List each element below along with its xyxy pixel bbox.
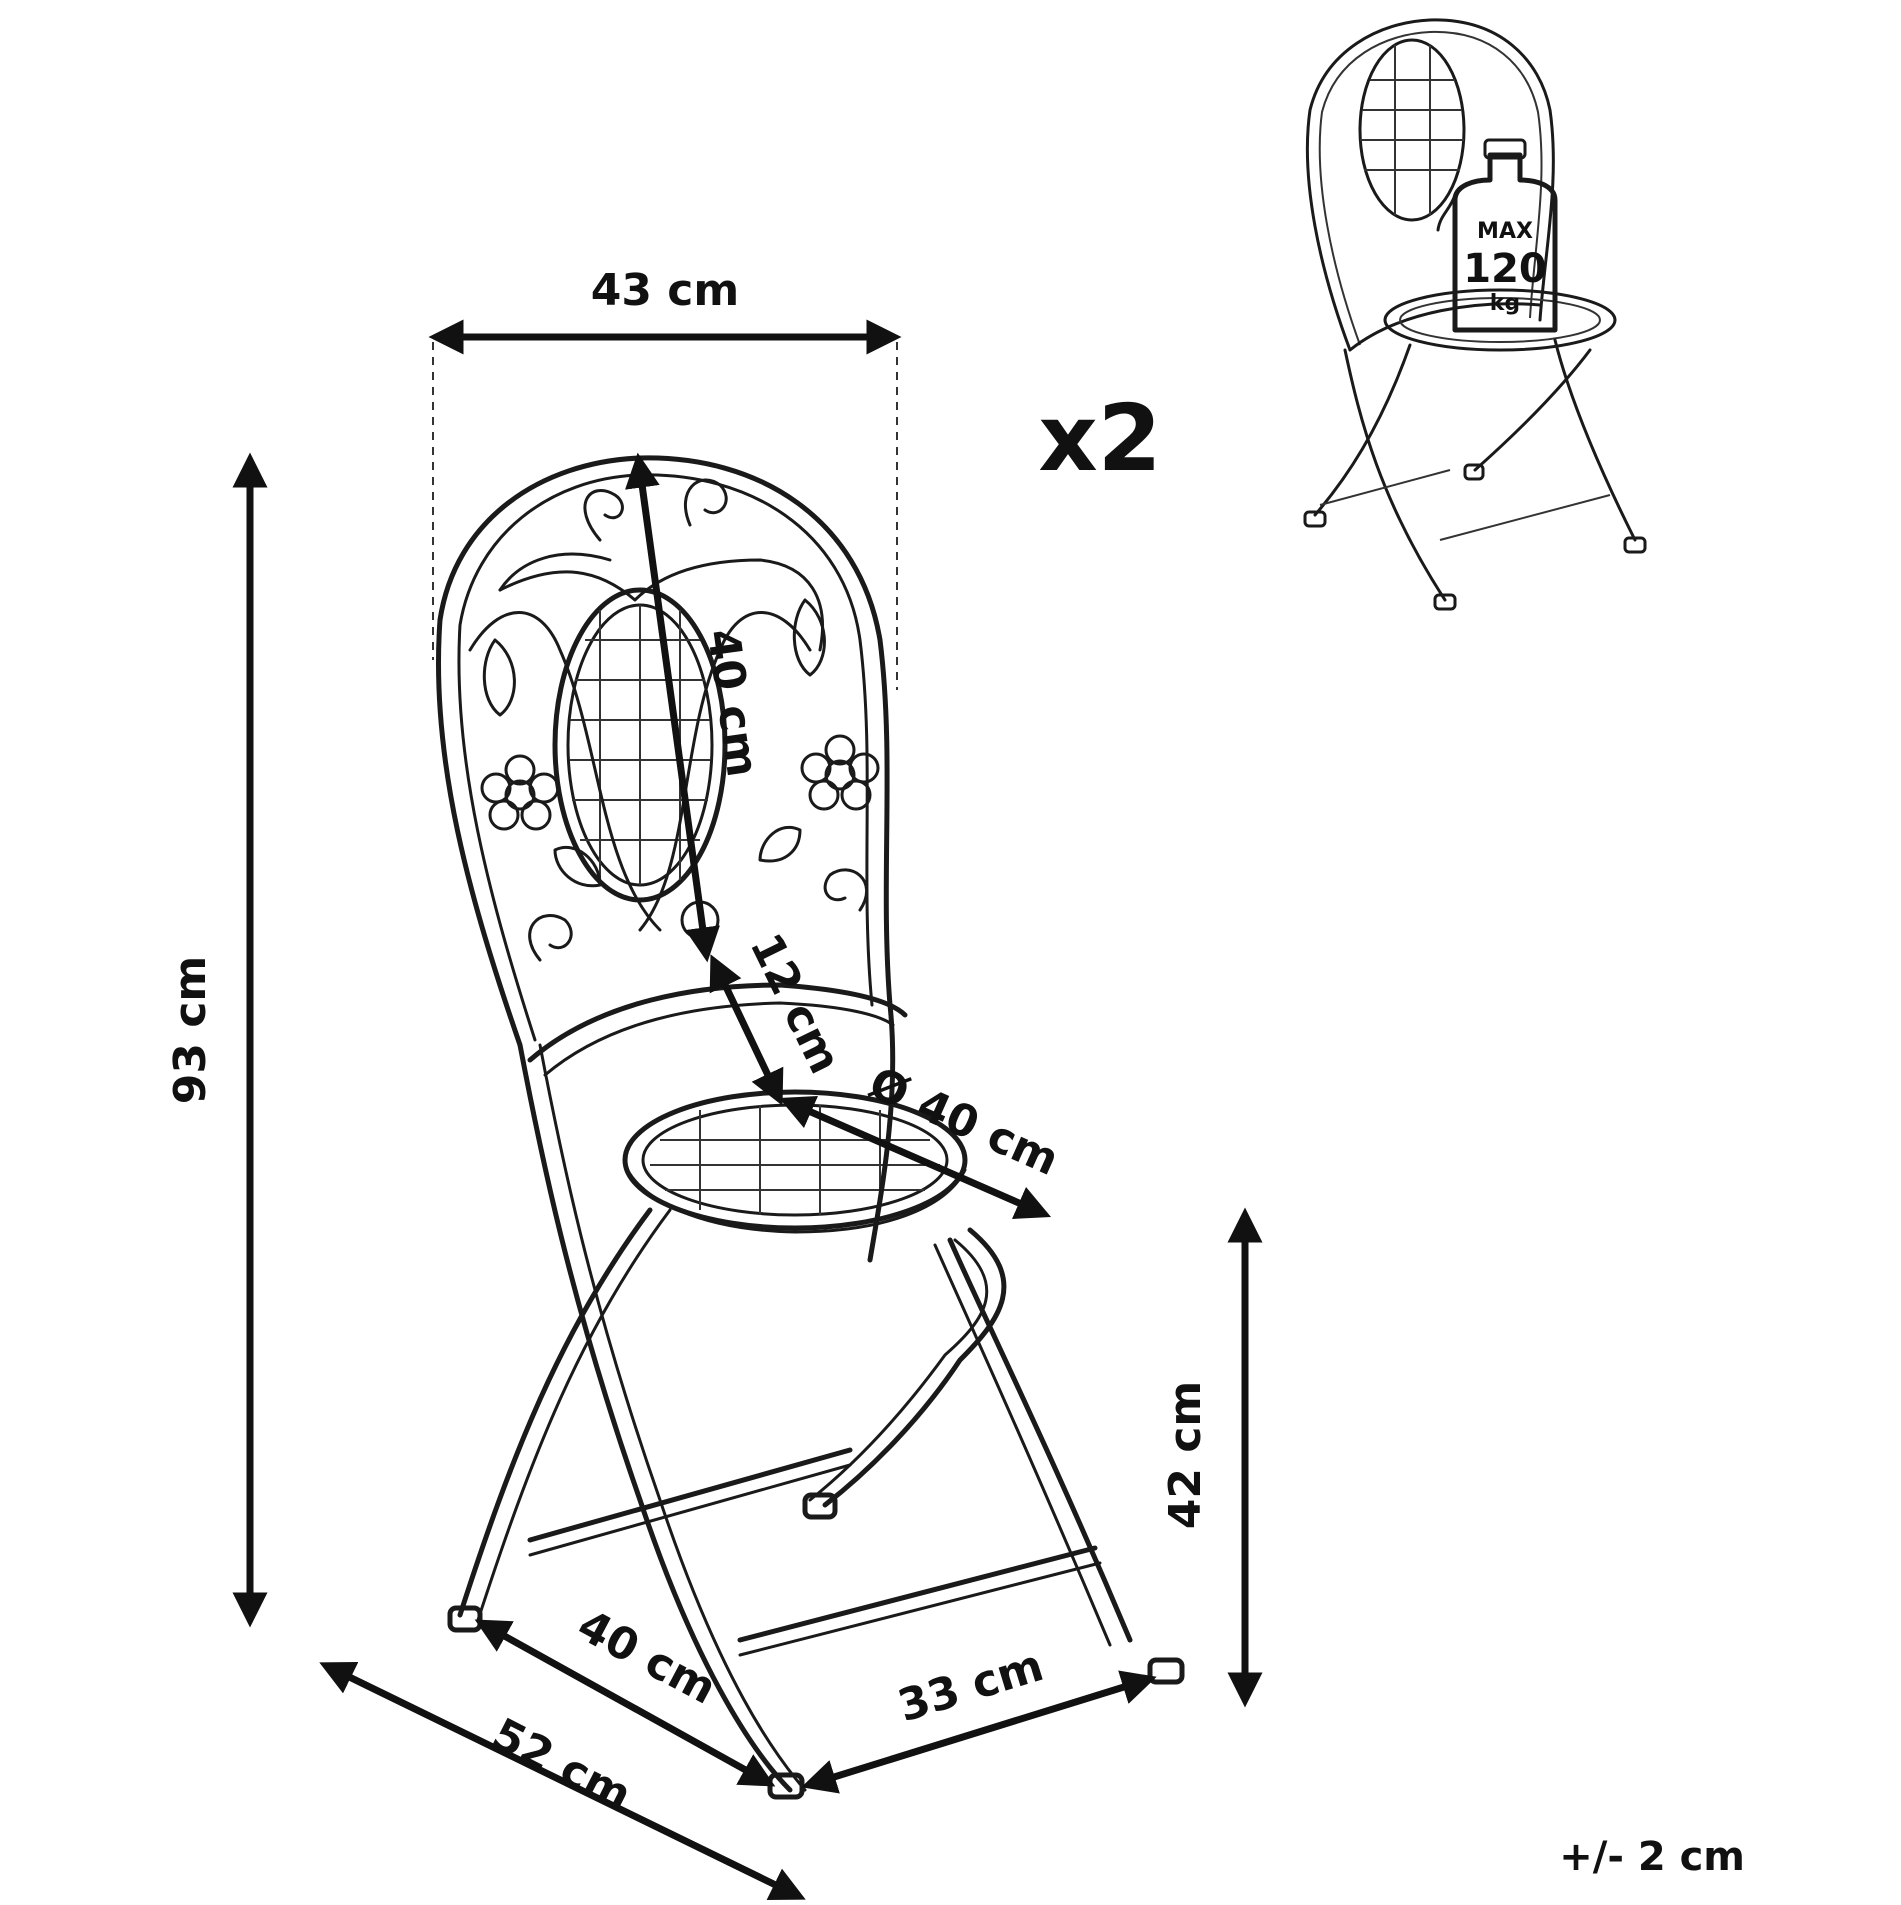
backrest-height-label: 40 cm: [697, 626, 768, 780]
seat-height-label: 42 cm: [1160, 1381, 1211, 1529]
max-load-line2: 120: [1463, 246, 1547, 292]
base-depth-label: 40 cm: [569, 1600, 724, 1715]
overall-depth-label: 52 cm: [484, 1709, 639, 1822]
tolerance-label: +/- 2 cm: [1559, 1834, 1745, 1880]
seat-diameter-arrow: [778, 1095, 1052, 1220]
max-load-line1: MAX: [1477, 219, 1533, 244]
quantity-label: x2: [1038, 385, 1161, 492]
width-label: 43 cm: [591, 265, 739, 316]
backrest-height-arrow: [625, 452, 720, 963]
small-chair-drawing: [1303, 18, 1647, 611]
overall-depth-arrow: [319, 1661, 806, 1901]
max-load-line3: kg: [1490, 291, 1520, 316]
backrest-gap-arrow: [709, 954, 784, 1106]
height-label: 93 cm: [165, 956, 216, 1104]
main-chair-drawing: [435, 455, 1185, 1800]
base-width-arrow: [801, 1670, 1157, 1794]
